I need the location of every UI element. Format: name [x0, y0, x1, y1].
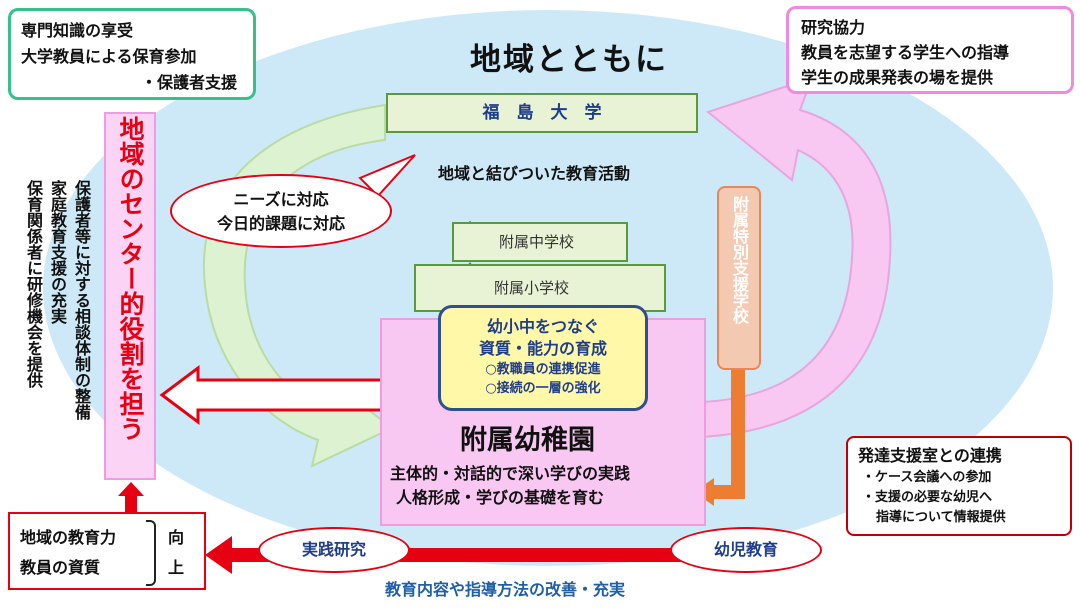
dev-support-title: 発達支援室との連携 [858, 446, 1002, 465]
pink-curved-arrow [699, 76, 892, 439]
center-up-arrowhead [118, 482, 144, 496]
special-school-label: 附属特別支援学校 [730, 196, 749, 324]
connect-title-1: 幼小中をつなぐ [486, 317, 599, 336]
university-name: 福 島 大 学 [482, 103, 602, 123]
community-quality-box: 地域の教育力 教員の資質 向 上 [8, 512, 206, 590]
center-up-bar [125, 494, 137, 512]
kindergarten-name: 附属幼稚園 [460, 425, 595, 456]
community-education-label: 地域と結びついた教育活動 [438, 164, 631, 183]
expertise-line-2: 大学教員による保育参加 [21, 47, 197, 66]
center-role-label: 地域のセンター的役割を担う [116, 116, 145, 441]
practice-research-label: 実践研究 [301, 540, 366, 559]
dev-support-item-3: 指導について情報提供 [876, 510, 1006, 525]
support-text-1: 保護者等に対する相談体制の整備 [72, 180, 91, 420]
practice-research-oval: 実践研究 [258, 527, 410, 573]
connect-item-1: ○教職員の連携促進 [485, 362, 601, 377]
elementary-box: 附属小学校 [414, 264, 666, 312]
community-quality-line-1: 地域の教育力 [20, 528, 117, 547]
page-title: 地域とともに [470, 42, 668, 78]
junior-high-label: 附属中学校 [499, 233, 575, 251]
needs-line-2: 今日的課題に対応 [216, 214, 345, 233]
dev-support-item-1: ・ケース会議への参加 [862, 470, 992, 485]
support-text-3: 保育関係者に研修機会を提供 [24, 180, 43, 388]
kindergarten-line-1: 主体的・対話的で深い学びの実践 [390, 464, 631, 483]
elementary-label: 附属小学校 [494, 279, 570, 297]
bottom-caption: 教育内容や指導方法の改善・充実 [385, 580, 626, 599]
early-childhood-oval: 幼児教育 [670, 527, 822, 573]
expertise-line-1: 専門知識の享受 [21, 21, 134, 40]
needs-bubble: ニーズに対応 今日的課題に対応 [170, 174, 392, 248]
dev-support-item-2: ・支援の必要な幼児へ [862, 490, 993, 505]
bottom-red-arrowhead [205, 536, 232, 574]
bubble-tail [358, 154, 416, 198]
brace [146, 520, 156, 586]
connect-title-2: 資質・能力の育成 [478, 339, 607, 358]
connect-item-2: ○接続の一層の強化 [485, 381, 601, 396]
needs-line-1: ニーズに対応 [233, 190, 329, 209]
improve-2: 上 [168, 558, 185, 577]
research-line-2: 教員を志望する学生への指導 [801, 43, 1010, 62]
center-role-box [104, 112, 156, 480]
expertise-box: 専門知識の享受 大学教員による保育参加 ・保護者支援 [8, 8, 256, 100]
junior-high-box: 附属中学校 [452, 222, 628, 262]
early-childhood-label: 幼児教育 [713, 540, 778, 559]
research-cooperation-box: 研究協力 教員を志望する学生への指導 学生の成果発表の場を提供 [786, 6, 1074, 94]
connect-box: 幼小中をつなぐ 資質・能力の育成 ○教職員の連携促進 ○接続の一層の強化 [438, 305, 648, 411]
research-line-1: 研究協力 [801, 18, 866, 37]
kindergarten-line-2: 人格形成・学びの基礎を育む [396, 488, 605, 507]
left-outline-arrow [159, 365, 384, 425]
dev-support-box: 発達支援室との連携 ・ケース会議への参加 ・支援の必要な幼児へ 指導について情報… [846, 436, 1072, 536]
improve-1: 向 [168, 528, 185, 547]
orange-arrow [712, 370, 745, 499]
special-school-box [717, 186, 761, 370]
expertise-line-3: ・保護者支援 [140, 73, 237, 92]
university-box: 福 島 大 学 [386, 93, 698, 133]
community-quality-line-2: 教員の資質 [20, 558, 101, 577]
support-text-2: 家庭教育支援の充実 [48, 180, 67, 324]
research-line-3: 学生の成果発表の場を提供 [801, 68, 994, 87]
